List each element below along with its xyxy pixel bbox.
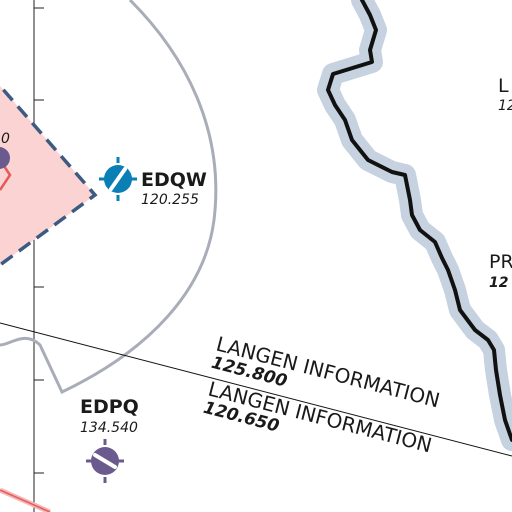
airfield-edpq-label: EDPQ <box>80 396 139 418</box>
right-top-freq-fragment: 12 <box>498 98 512 114</box>
airfield-edpq-icon[interactable] <box>86 439 124 483</box>
ctr-outline[interactable] <box>0 0 218 395</box>
right-mid-freq-fragment: 12 <box>489 275 508 291</box>
airfield-edqw-icon[interactable] <box>99 157 137 201</box>
left-freq-fragment: 0 <box>1 131 10 147</box>
right-mid-label-fragment: PR <box>489 251 512 273</box>
airfield-partial-icon[interactable] <box>0 147 10 169</box>
restricted-area[interactable] <box>0 40 98 267</box>
sector-boundary-line <box>0 322 512 457</box>
airfield-edqw-freq: 120.255 <box>141 192 199 208</box>
right-top-label-fragment: L <box>498 75 509 97</box>
airfield-edpq-freq: 134.540 <box>80 420 138 436</box>
airfield-edqw-label: EDQW <box>141 169 207 191</box>
national-border <box>326 0 512 442</box>
meridian-line <box>33 0 44 512</box>
